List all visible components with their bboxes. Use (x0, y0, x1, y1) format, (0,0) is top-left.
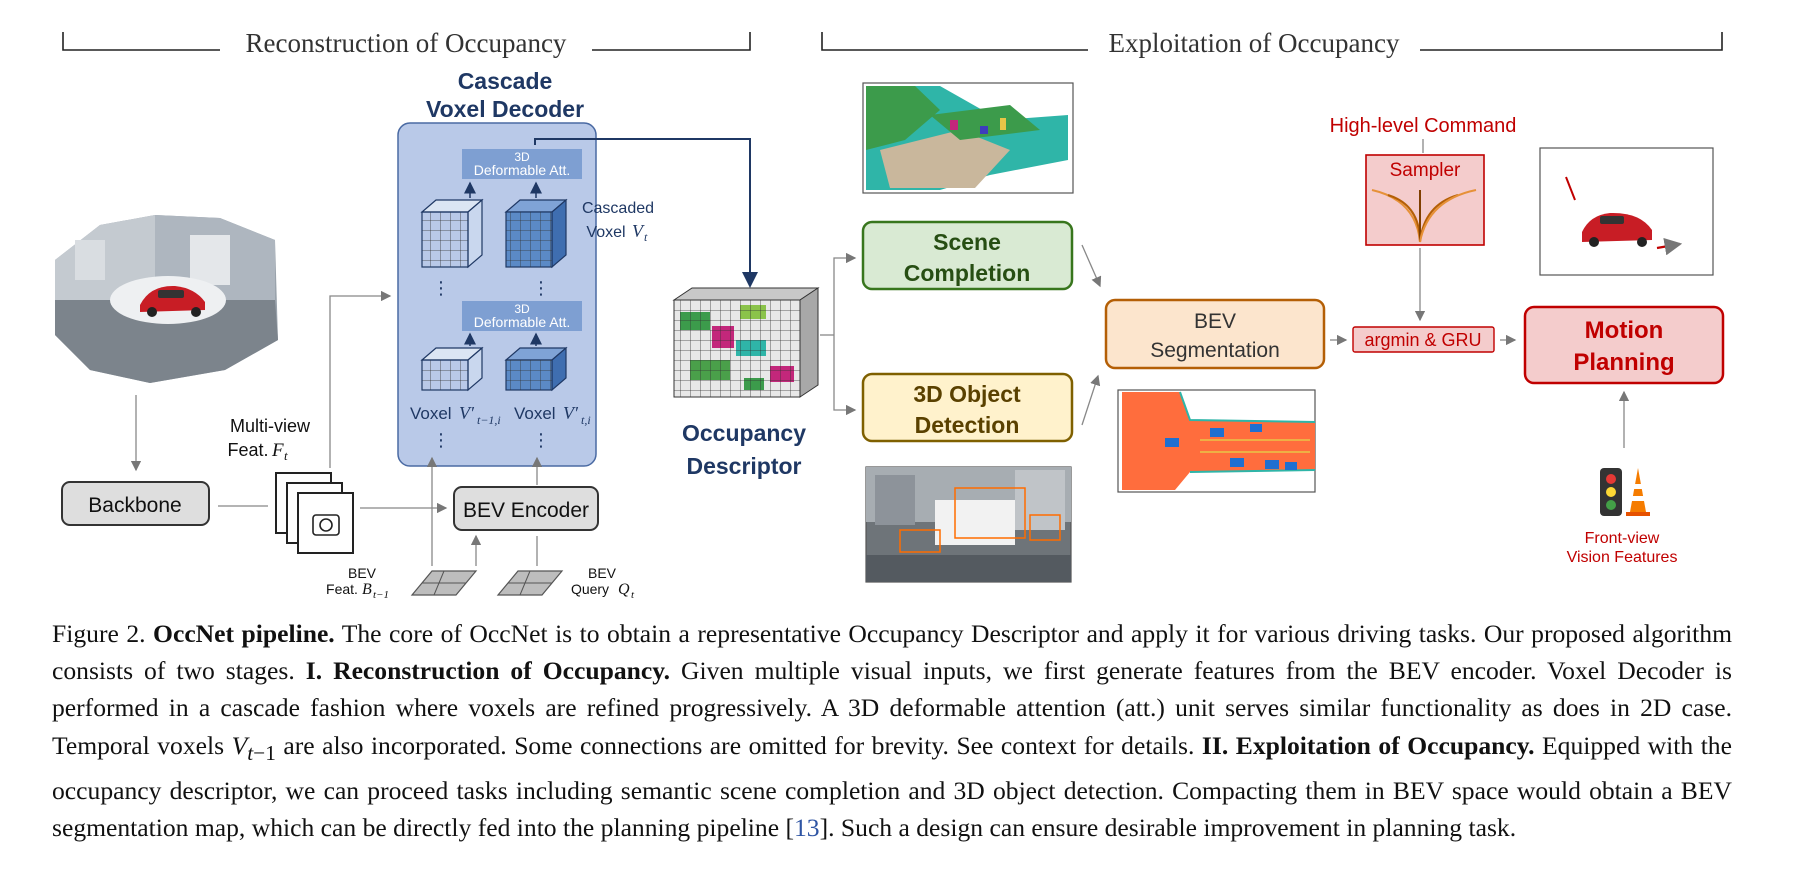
occupancy-descriptor-label-1: Occupancy (682, 420, 806, 446)
object-detection-label-1: 3D Object (913, 381, 1021, 407)
backbone-box (61, 481, 210, 526)
voxel-label-left: Voxel (410, 404, 452, 423)
svg-text:⋮: ⋮ (532, 430, 550, 450)
multiview-label-2: Feat. (227, 440, 268, 460)
voxel-cube-upper-left (420, 198, 484, 269)
occupancy-descriptor-voxels (672, 287, 820, 398)
occnet-diagram: Reconstruction of Occupancy Exploitation… (55, 28, 1725, 601)
caption-sentence-5: ]. Such a design can ensure desirable im… (819, 813, 1517, 843)
bev-query-label-1: BEV (588, 565, 617, 581)
caption-sentence-4: Equipped with the occupancy descriptor, … (52, 730, 1732, 843)
svg-text:V: V (632, 221, 645, 241)
traffic-cone-icon (1626, 468, 1650, 516)
caption-reference-link[interactable]: 13 (794, 813, 820, 843)
surround-view-image (55, 215, 278, 383)
svg-text:t: t (644, 230, 648, 244)
camera-icon (312, 514, 340, 536)
backbone-label: Backbone (88, 494, 181, 517)
svg-text:3D: 3D (514, 150, 530, 164)
motion-planning-label-2: Planning (1573, 349, 1674, 376)
caption-figure-number: Figure 2. (52, 619, 146, 648)
caption-sentence-2: Given multiple visual inputs, we first g… (52, 656, 1732, 760)
object-detection-label-2: Detection (915, 412, 1020, 438)
object-detection-image (865, 466, 1072, 583)
cascade-title-2: Voxel Decoder (426, 96, 584, 122)
voxel-cube-lower-left (420, 346, 484, 392)
svg-text:B: B (362, 581, 372, 598)
sampler-trajectories (1371, 189, 1477, 243)
multiview-label-1: Multi-view (230, 416, 311, 436)
voxel-cube-upper-right (504, 198, 568, 269)
front-view-label-1: Front-view (1585, 530, 1660, 547)
scene-completion-image (862, 82, 1074, 194)
exploitation-header: Exploitation of Occupancy (821, 28, 1723, 58)
argmin-gru-label: argmin & GRU (1364, 330, 1481, 350)
svg-text:t: t (284, 448, 288, 463)
bev-feat-plane (410, 570, 478, 596)
high-level-command-label: High-level Command (1330, 115, 1517, 137)
motion-planning-label-1: Motion (1585, 317, 1664, 344)
exploitation-title: Exploitation of Occupancy (1109, 28, 1400, 58)
traffic-light-icon (1600, 468, 1622, 516)
cascaded-voxel-label-1: Cascaded (582, 200, 654, 217)
svg-text:F: F (271, 440, 284, 461)
svg-text:V′: V′ (459, 403, 475, 423)
front-view-label-2: Vision Features (1567, 549, 1678, 566)
svg-text:Q: Q (618, 581, 630, 598)
deformable-att-lower (462, 301, 582, 331)
bev-segmentation-image (1117, 389, 1316, 493)
caption-heading-2: II. Exploitation of Occupancy. (1201, 730, 1535, 760)
bev-query-label-2: Query (571, 581, 609, 597)
bev-segmentation-label-1: BEV (1194, 310, 1236, 333)
svg-text:3D: 3D (514, 302, 530, 316)
sampler-box (1365, 154, 1485, 246)
svg-text:V′: V′ (563, 403, 579, 423)
bev-query-plane (496, 570, 564, 596)
reconstruction-header: Reconstruction of Occupancy (62, 28, 751, 58)
motion-planning-box (1523, 305, 1725, 385)
scene-completion-box (861, 220, 1074, 291)
caption-title: OccNet pipeline. (153, 619, 335, 648)
bev-feat-label-2: Feat. (326, 581, 358, 597)
svg-text:⋮: ⋮ (532, 278, 550, 298)
sampler-label: Sampler (1390, 160, 1461, 181)
caption-sentence-1: The core of OccNet is to obtain a repres… (52, 619, 1733, 686)
deformable-att-upper (462, 149, 582, 179)
caption-heading-1: I. Reconstruction of Occupancy. (305, 656, 671, 686)
svg-text:t−1,i: t−1,i (477, 413, 501, 427)
caption-sentence-3: are also incorporated. Some connections … (283, 730, 1195, 760)
svg-text:⋮: ⋮ (432, 278, 450, 298)
multiview-features-icon (275, 472, 354, 554)
svg-text:t−1: t−1 (373, 589, 389, 601)
object-detection-box (861, 372, 1074, 443)
occupancy-descriptor-label-2: Descriptor (686, 453, 801, 479)
bev-encoder-box (453, 486, 599, 531)
bev-feat-label-1: BEV (348, 565, 377, 581)
reconstruction-title: Reconstruction of Occupancy (246, 28, 567, 58)
figure-caption: Figure 2. OccNet pipeline. The core of O… (52, 619, 1733, 843)
svg-text:Deformable Att.: Deformable Att. (474, 162, 571, 178)
voxel-cube-lower-right (504, 346, 568, 392)
planning-car-image (1539, 147, 1714, 276)
cascade-title-1: Cascade (458, 68, 553, 94)
argmin-gru-box (1352, 326, 1495, 353)
bev-segmentation-box (1104, 298, 1326, 370)
scene-completion-label-1: Scene (933, 229, 1001, 255)
svg-text:t,i: t,i (581, 413, 591, 427)
bev-encoder-label: BEV Encoder (463, 499, 589, 522)
cascaded-voxel-label-2: Voxel (586, 224, 625, 241)
bev-segmentation-label-2: Segmentation (1150, 339, 1280, 362)
scene-completion-label-2: Completion (904, 260, 1031, 286)
svg-text:⋮: ⋮ (432, 430, 450, 450)
svg-text:t: t (631, 589, 635, 601)
svg-text:Deformable Att.: Deformable Att. (474, 314, 571, 330)
voxel-label-right: Voxel (514, 404, 556, 423)
